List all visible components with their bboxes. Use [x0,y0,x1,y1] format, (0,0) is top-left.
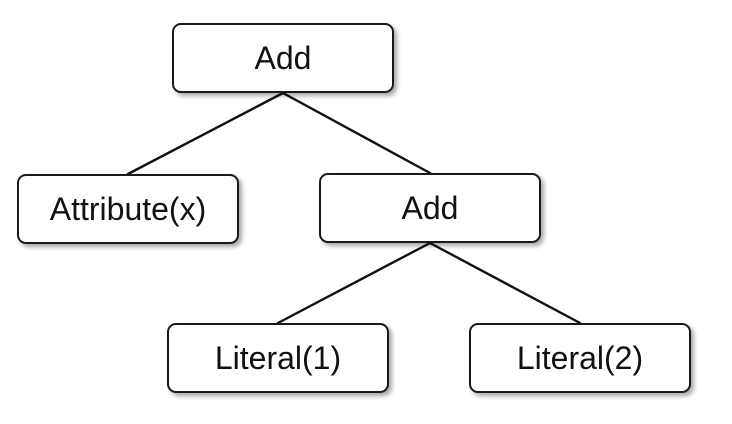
node-label: Literal(1) [214,339,342,376]
tree-node-add-child: Add [319,173,541,243]
edge-add-to-literal-1 [276,241,432,325]
node-label: Add [254,39,312,76]
edge-root-to-add [281,91,432,175]
tree-node-literal-2: Literal(2) [469,323,691,393]
tree-node-attribute-x: Attribute(x) [17,174,239,244]
edge-add-to-literal-2 [428,241,582,325]
tree-node-literal-1: Literal(1) [167,323,389,393]
node-label: Attribute(x) [49,190,207,227]
node-label: Literal(2) [516,339,644,376]
edge-root-to-attribute [126,91,285,176]
tree-node-add-root: Add [172,23,394,93]
node-label: Add [401,189,459,226]
